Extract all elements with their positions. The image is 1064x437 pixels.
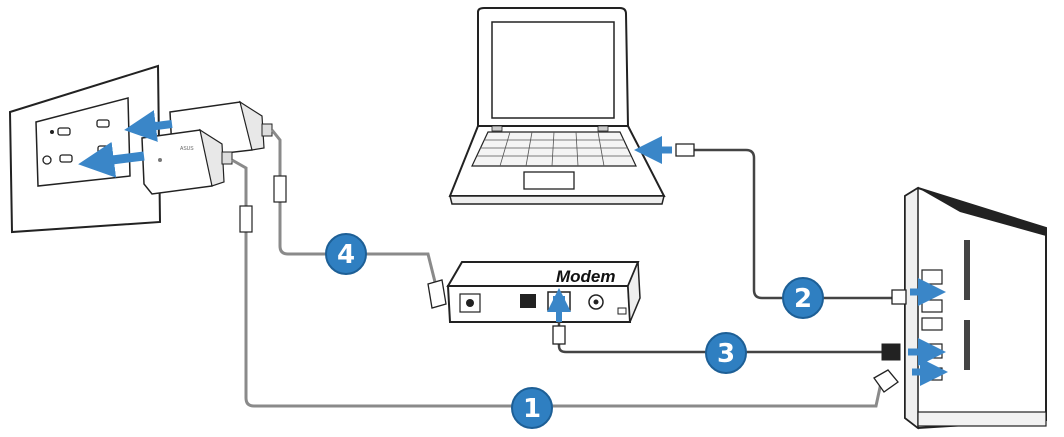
laptop-touchpad — [523, 171, 575, 190]
wall-outlet — [8, 64, 162, 234]
step-badge-4: 4 — [325, 233, 367, 275]
adapter-logo: ASUS — [180, 146, 194, 152]
step-badge-1: 1 — [511, 387, 553, 429]
step-badge-2: 2 — [782, 277, 824, 319]
laptop — [448, 7, 666, 205]
cable-2-laptop-router — [694, 148, 892, 300]
svg-text:1: 1 — [523, 394, 541, 424]
plug-arrow-upper — [124, 110, 173, 142]
svg-text:2: 2 — [794, 284, 812, 314]
step-badge-3: 3 — [705, 332, 747, 374]
svg-text:4: 4 — [337, 240, 355, 270]
cable-3-modem-router — [557, 312, 882, 354]
modem: Modem — [446, 261, 641, 323]
modem-phone-port — [520, 294, 536, 308]
plug-arrow-lower — [78, 141, 145, 178]
modem-label: Modem — [556, 267, 616, 286]
cable-1-power-router — [231, 158, 884, 408]
upper-socket — [50, 119, 110, 136]
cable-4-power-modem — [270, 129, 438, 287]
svg-text:3: 3 — [717, 339, 735, 369]
router — [904, 186, 1047, 430]
modem-power-adapter: ASUS — [141, 128, 233, 195]
